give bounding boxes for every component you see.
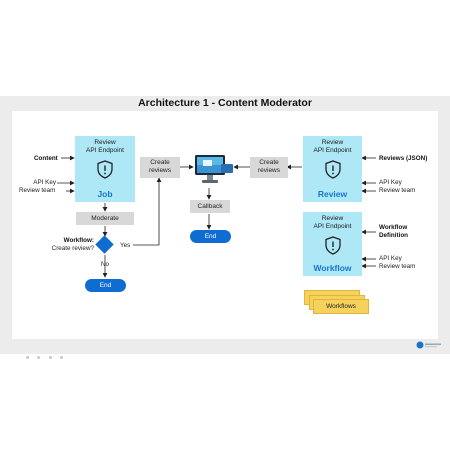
workflow-api-header: Review API Endpoint: [313, 215, 352, 230]
create-reviews-left: Create reviews: [140, 157, 180, 178]
reviews-json-label: Reviews (JSON): [379, 155, 428, 162]
callback-step: Callback: [190, 200, 230, 213]
content-label: Content: [34, 155, 58, 162]
workflow-label: Workflow: [313, 263, 352, 273]
workflows-card: Workflows: [313, 299, 369, 314]
review-api-header: Review API Endpoint: [313, 139, 352, 154]
diagram-title: Architecture 1 - Content Moderator: [138, 97, 312, 109]
shield-icon: [324, 236, 341, 255]
brand-logo-icon: [416, 341, 441, 349]
review-label: Review: [317, 189, 348, 199]
end-pill-center: End: [190, 230, 231, 243]
api-key-label-left: API Key: [33, 179, 56, 186]
slide-nav-dots: [26, 346, 64, 364]
workflows-label: Workflows: [326, 303, 356, 310]
review-team-label-left: Review team: [19, 187, 56, 194]
create-reviews-right: Create reviews: [250, 157, 288, 178]
job-label: Job: [97, 189, 113, 199]
no-label: No: [101, 261, 110, 268]
monitor-icon: [195, 155, 233, 183]
review-team-label-right-1: Review team: [379, 187, 416, 194]
workflow-api-endpoint: Review API Endpoint Workflow: [303, 212, 362, 276]
decision-title: Workflow:: [63, 237, 94, 244]
api-key-label-right-1: API Key: [379, 179, 402, 186]
api-key-label-right-2: API Key: [379, 255, 402, 262]
end-pill-left: End: [85, 279, 126, 292]
job-api-endpoint: Review API Endpoint Job: [75, 136, 135, 202]
shield-icon: [324, 160, 341, 179]
job-api-header: Review API Endpoint: [86, 139, 124, 154]
review-api-endpoint: Review API Endpoint Review: [303, 136, 362, 202]
workflow-definition-label: Workflow Definition: [379, 224, 409, 239]
moderate-step: Moderate: [76, 212, 134, 225]
decision-subtitle: Create review?: [51, 245, 94, 252]
review-team-label-right-2: Review team: [379, 263, 416, 270]
shield-icon: [97, 160, 113, 179]
yes-label: Yes: [120, 242, 131, 249]
